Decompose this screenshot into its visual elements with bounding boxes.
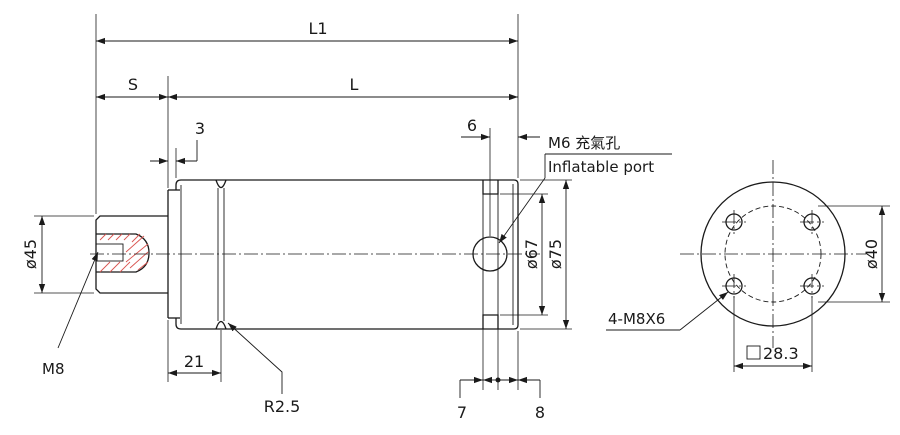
cylinder-body (175, 179, 519, 330)
end-view: ø40 28.3 4-M8X6 (606, 160, 890, 372)
dim-l: L (350, 75, 359, 94)
dim-7: 7 (457, 403, 467, 422)
mounting-holes-label: 4-M8X6 (608, 310, 665, 328)
dim-6: 6 (467, 116, 477, 135)
dim-8: 8 (535, 403, 545, 422)
dim-d75: ø75 (546, 239, 565, 269)
side-dimensions: L1 S L 3 6 M6 充氣孔 Inflatable port ø45 ø6… (21, 14, 672, 422)
dim-square: 28.3 (763, 344, 799, 363)
port-thread-label: M6 充氣孔 (548, 134, 620, 152)
dim-s: S (128, 75, 138, 94)
dim-d45: ø45 (21, 239, 40, 269)
dim-l1: L1 (308, 19, 327, 38)
dim-d40: ø40 (862, 239, 881, 269)
rod-thread-label: M8 (42, 360, 65, 378)
dim-r25: R2.5 (264, 397, 301, 416)
dim-d67: ø67 (522, 239, 541, 269)
rod-threaded-hole (95, 233, 150, 273)
piston-rod (95, 215, 168, 294)
port-name-label: Inflatable port (548, 158, 654, 176)
mounting-holes (722, 210, 824, 298)
rear-grooves (482, 180, 514, 329)
dim-21: 21 (184, 352, 204, 371)
square-symbol-icon (746, 345, 761, 360)
groove-r25 (215, 179, 227, 330)
side-view (90, 179, 540, 330)
dim-3: 3 (195, 119, 205, 138)
